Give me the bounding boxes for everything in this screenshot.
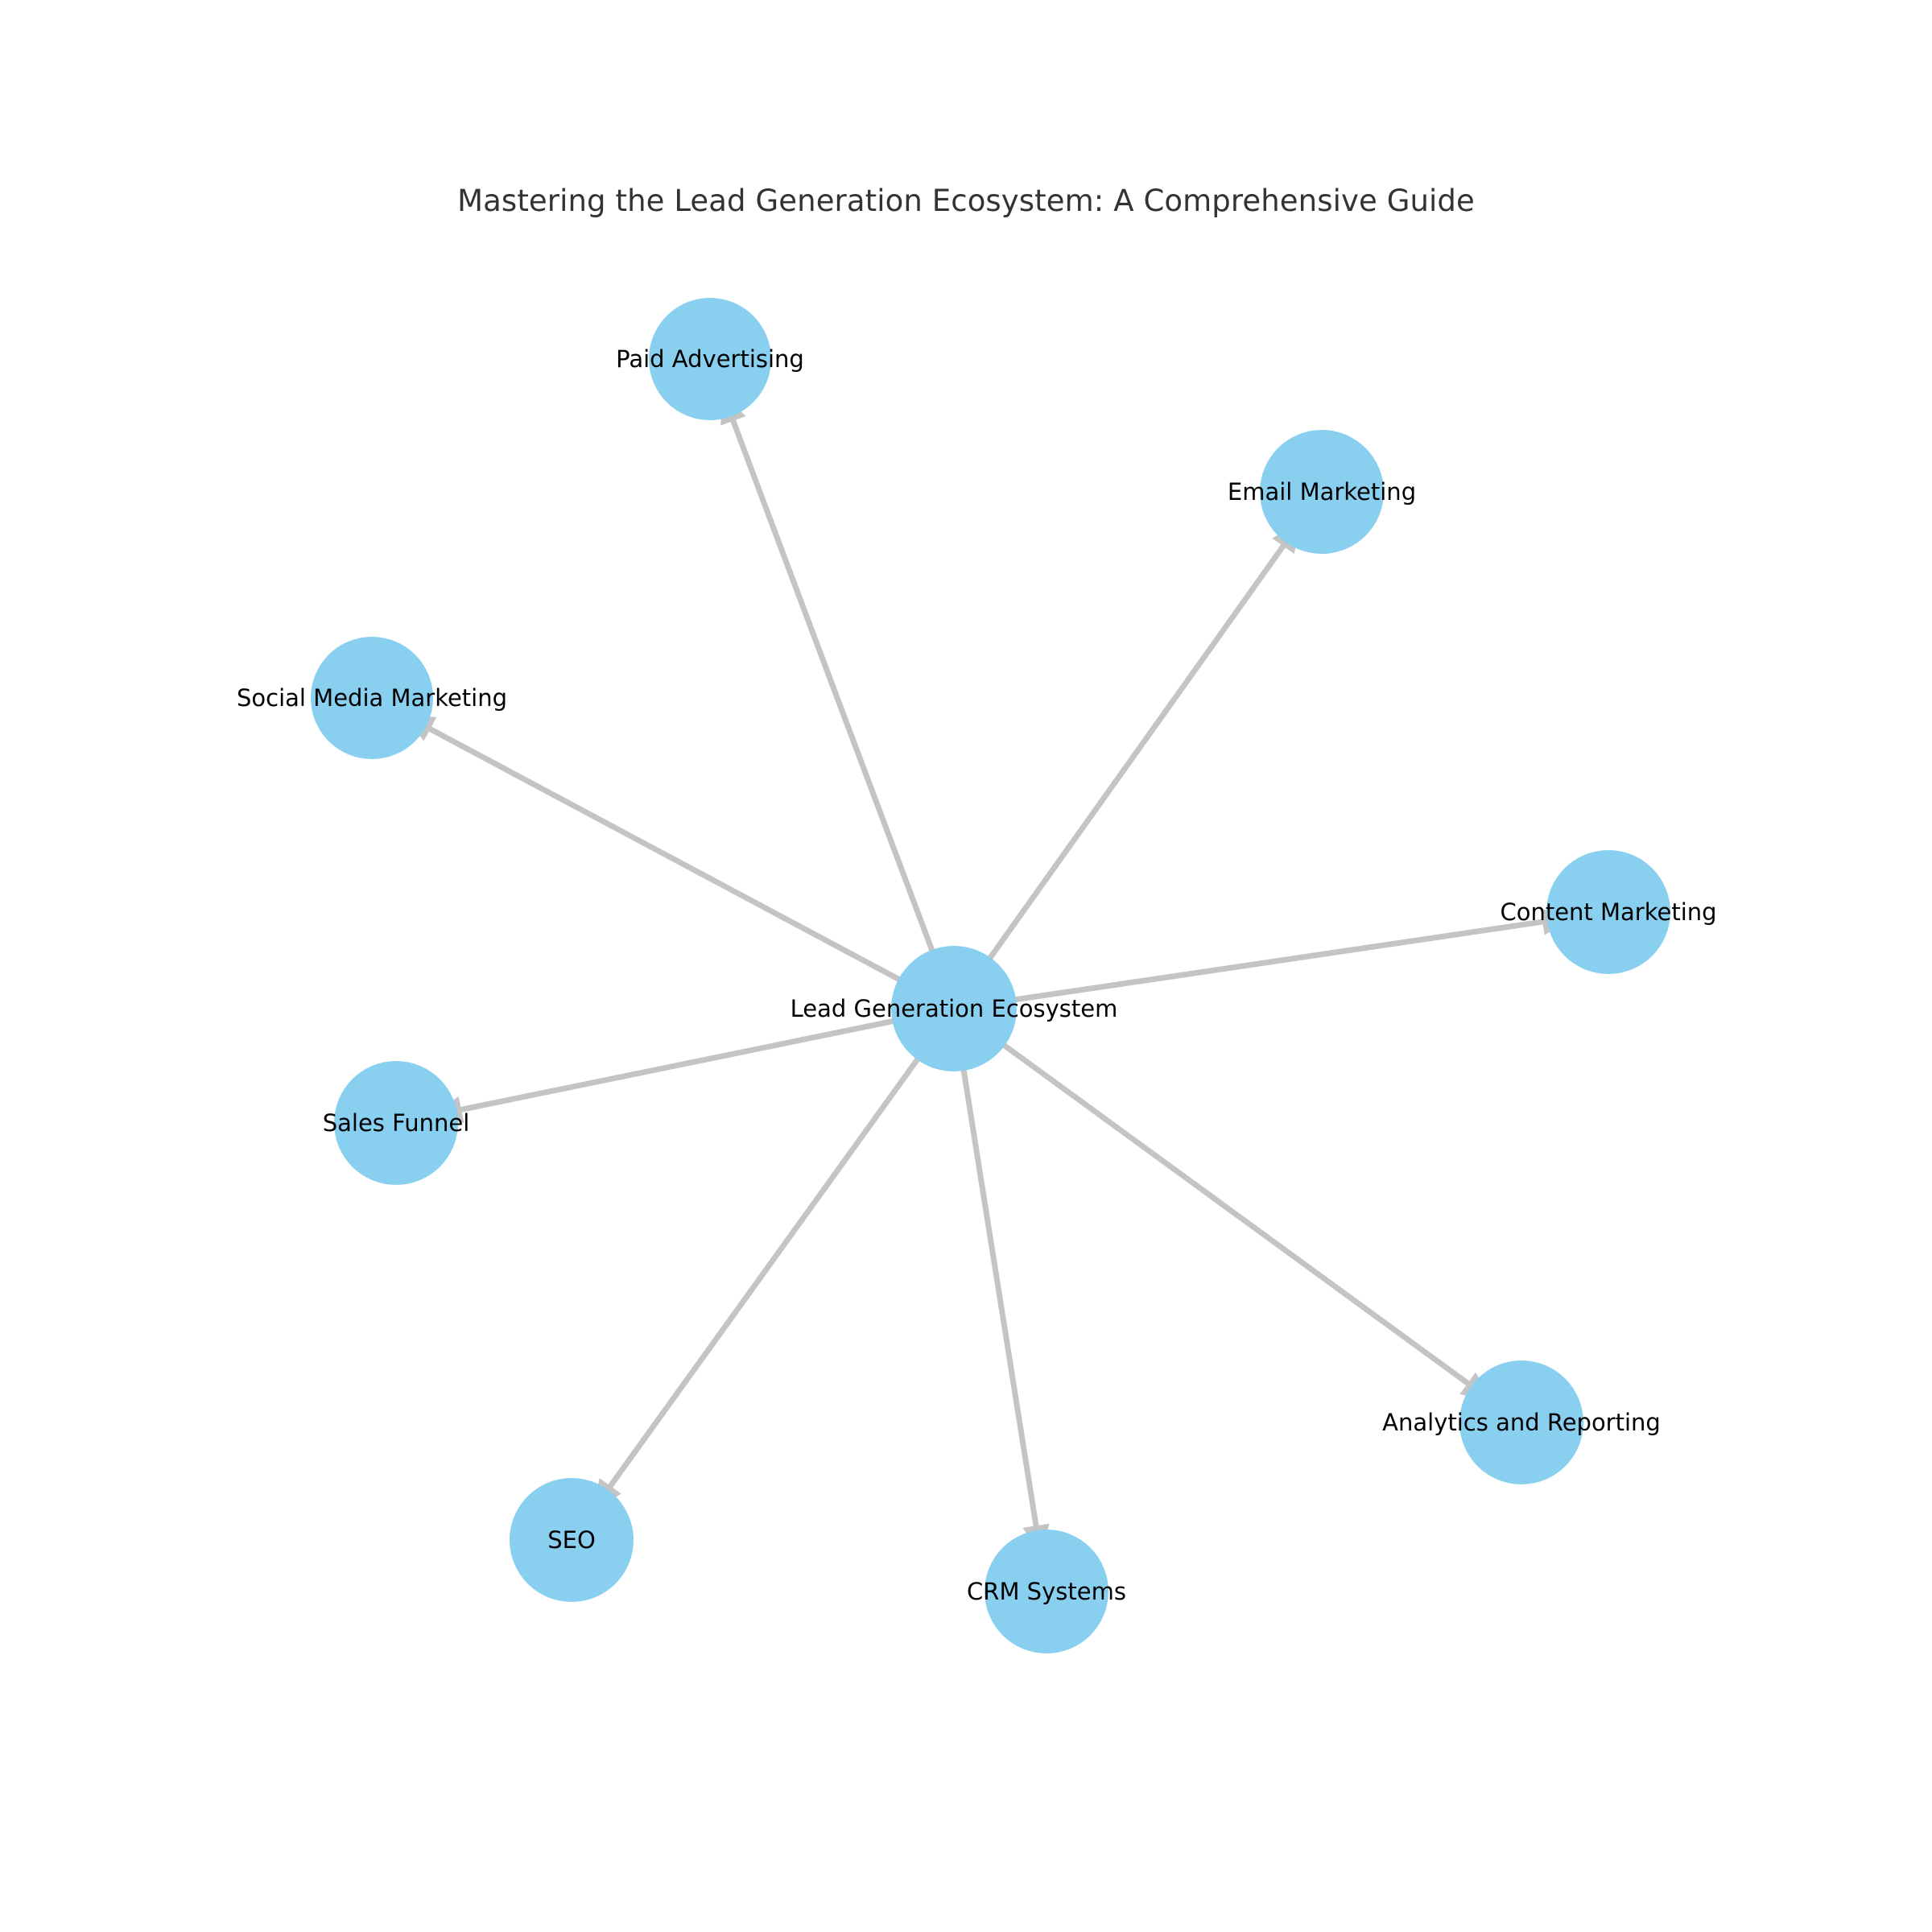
graph-node-sales-funnel[interactable] (334, 1061, 458, 1185)
page-title: Mastering the Lead Generation Ecosystem:… (457, 184, 1475, 218)
graph-edge (1001, 1042, 1492, 1402)
graph-node-analytics-and-reporting[interactable] (1459, 1360, 1583, 1484)
graph-node-content-marketing[interactable] (1546, 850, 1670, 974)
graph-node-paid-advertising[interactable] (649, 298, 771, 420)
graph-node-lead-generation-ecosystem[interactable] (891, 946, 1017, 1071)
graph-edge (1014, 908, 1573, 1003)
graph-node-email-marketing[interactable] (1260, 430, 1384, 554)
node-layer (311, 298, 1670, 1653)
graph-edge (987, 521, 1302, 960)
graph-node-crm-systems[interactable] (985, 1530, 1108, 1653)
graph-edge (720, 392, 935, 952)
graph-edge (592, 1056, 921, 1511)
edge-layer (403, 392, 1573, 1556)
graph-node-seo[interactable] (510, 1478, 634, 1602)
graph-node-social-media-marketing[interactable] (311, 637, 433, 759)
graph-edge (431, 1018, 894, 1123)
graph-edge (403, 713, 902, 983)
graph-edge (960, 1068, 1050, 1556)
